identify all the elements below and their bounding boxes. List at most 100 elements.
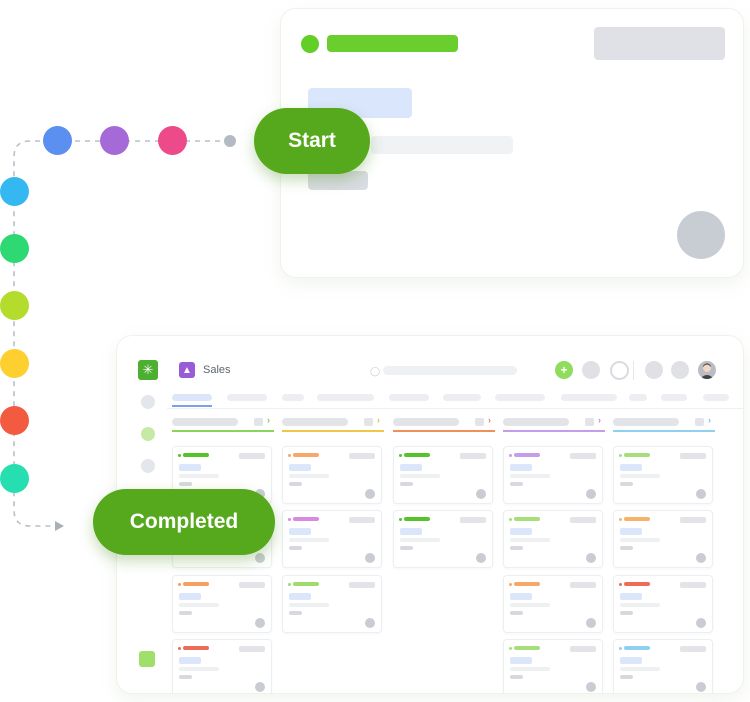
card-meta-placeholder bbox=[239, 453, 265, 459]
card-text-placeholder bbox=[289, 538, 329, 542]
tab[interactable] bbox=[561, 394, 617, 401]
task-card[interactable] bbox=[282, 510, 382, 568]
status-ring-icon[interactable] bbox=[610, 361, 629, 380]
card-title-placeholder bbox=[289, 464, 311, 471]
card-sub-placeholder bbox=[620, 482, 633, 486]
task-card[interactable] bbox=[613, 639, 713, 693]
tag-dot-icon bbox=[619, 518, 622, 521]
stage-dot bbox=[0, 234, 29, 263]
tag-dot-icon bbox=[288, 518, 291, 521]
search-icon[interactable]: ◯ bbox=[370, 366, 381, 376]
column-color-bar bbox=[282, 430, 384, 432]
column-title-placeholder bbox=[172, 418, 238, 426]
tag-dot-icon bbox=[509, 518, 512, 521]
start-pill[interactable]: Start bbox=[254, 108, 370, 174]
card-text-placeholder bbox=[510, 603, 550, 607]
stage-dot bbox=[43, 126, 72, 155]
assignee-avatar bbox=[586, 618, 596, 628]
sidebar-nav-icon[interactable] bbox=[141, 395, 155, 409]
card-title-placeholder bbox=[620, 593, 642, 600]
chevron-right-icon: › bbox=[598, 415, 601, 425]
tabs-divider bbox=[167, 408, 743, 409]
card-meta-placeholder bbox=[570, 517, 596, 523]
task-card[interactable] bbox=[503, 575, 603, 633]
card-tag bbox=[293, 582, 319, 586]
card-sub-placeholder bbox=[510, 675, 523, 679]
card-text-placeholder bbox=[510, 538, 550, 542]
card-text-placeholder bbox=[400, 474, 440, 478]
card-title-placeholder bbox=[620, 657, 642, 664]
task-card[interactable] bbox=[503, 446, 603, 504]
task-card[interactable] bbox=[172, 575, 272, 633]
task-card[interactable] bbox=[613, 575, 713, 633]
search-input[interactable] bbox=[383, 366, 517, 375]
assignee-avatar bbox=[255, 553, 265, 563]
task-card[interactable] bbox=[503, 510, 603, 568]
sidebar-settings-icon[interactable] bbox=[139, 651, 155, 667]
column-menu-button[interactable] bbox=[475, 418, 484, 426]
tab[interactable] bbox=[703, 394, 729, 401]
tab[interactable] bbox=[661, 394, 687, 401]
column-color-bar bbox=[172, 430, 274, 432]
card-sub-placeholder bbox=[510, 482, 523, 486]
card-sub-placeholder bbox=[289, 482, 302, 486]
card-tag bbox=[514, 517, 540, 521]
card-sub-placeholder bbox=[620, 611, 633, 615]
header-icon[interactable] bbox=[671, 361, 689, 379]
task-card[interactable] bbox=[613, 446, 713, 504]
tab[interactable] bbox=[443, 394, 481, 401]
column-menu-button[interactable] bbox=[254, 418, 263, 426]
tab-board[interactable] bbox=[172, 394, 212, 401]
tab[interactable] bbox=[629, 394, 647, 401]
task-card[interactable] bbox=[282, 446, 382, 504]
tag-dot-icon bbox=[509, 647, 512, 650]
assignee-avatar bbox=[476, 553, 486, 563]
active-tab-indicator bbox=[172, 405, 212, 407]
task-card[interactable] bbox=[393, 446, 493, 504]
tab[interactable] bbox=[389, 394, 429, 401]
task-card[interactable] bbox=[613, 510, 713, 568]
sidebar-basket-icon[interactable] bbox=[141, 427, 155, 441]
board-title[interactable]: Sales bbox=[203, 364, 231, 376]
header-icon[interactable] bbox=[582, 361, 600, 379]
card-tag bbox=[293, 517, 319, 521]
column-title-placeholder bbox=[282, 418, 348, 426]
column-menu-button[interactable] bbox=[695, 418, 704, 426]
app-logo-icon[interactable]: ✳ bbox=[138, 360, 158, 380]
task-card[interactable] bbox=[282, 575, 382, 633]
start-card bbox=[280, 8, 744, 278]
header-icon[interactable] bbox=[645, 361, 663, 379]
tag-dot-icon bbox=[399, 454, 402, 457]
card-tag bbox=[624, 453, 650, 457]
user-avatar[interactable] bbox=[698, 361, 716, 379]
assignee-avatar bbox=[696, 489, 706, 499]
card-meta-placeholder bbox=[349, 517, 375, 523]
tab[interactable] bbox=[495, 394, 545, 401]
card-text-placeholder bbox=[289, 474, 329, 478]
card-text-placeholder bbox=[179, 667, 219, 671]
tag-dot-icon bbox=[178, 583, 181, 586]
tab[interactable] bbox=[227, 394, 267, 401]
column-menu-button[interactable] bbox=[585, 418, 594, 426]
task-card[interactable] bbox=[172, 639, 272, 693]
card-text-placeholder bbox=[289, 603, 329, 607]
completed-pill[interactable]: Completed bbox=[93, 489, 275, 555]
tab[interactable] bbox=[282, 394, 304, 401]
column-menu-button[interactable] bbox=[364, 418, 373, 426]
action-placeholder bbox=[594, 27, 725, 60]
card-sub-placeholder bbox=[289, 546, 302, 550]
task-card[interactable] bbox=[503, 639, 603, 693]
card-title-placeholder bbox=[510, 593, 532, 600]
card-sub-placeholder bbox=[179, 482, 192, 486]
card-tag bbox=[624, 646, 650, 650]
chevron-right-icon: › bbox=[708, 415, 711, 425]
chevron-right-icon: › bbox=[488, 415, 491, 425]
tab[interactable] bbox=[317, 394, 374, 401]
assignee-avatar bbox=[476, 489, 486, 499]
task-card[interactable] bbox=[393, 510, 493, 568]
assignee-avatar bbox=[365, 618, 375, 628]
add-button[interactable]: + bbox=[555, 361, 573, 379]
header-divider bbox=[633, 361, 634, 380]
sidebar-nav-icon[interactable] bbox=[141, 459, 155, 473]
